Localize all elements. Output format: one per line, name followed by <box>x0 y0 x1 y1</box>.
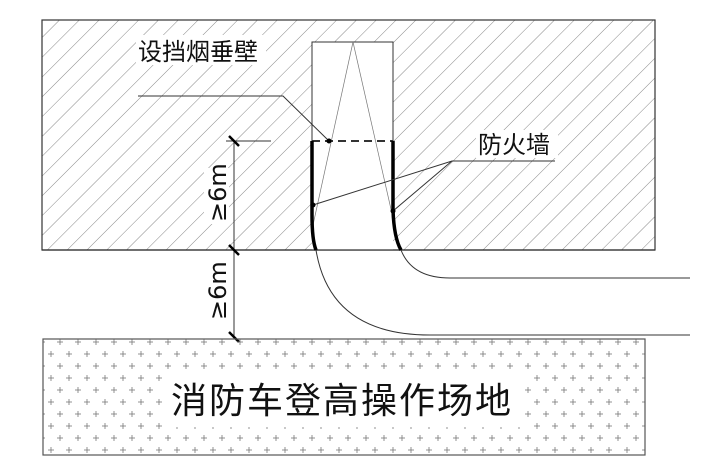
smoke-barrier-leader <box>138 95 330 142</box>
road-edge-outer <box>315 249 690 336</box>
firewall-left <box>310 141 318 251</box>
dimension-lower-label: ≥6m <box>204 261 232 320</box>
firewall-leader <box>312 160 555 212</box>
smoke-barrier-label: 设挡烟垂壁 <box>138 38 258 66</box>
leader-dot <box>310 202 316 208</box>
leader-dot <box>326 138 332 144</box>
passage-outline <box>311 41 394 141</box>
passage-opening <box>312 42 393 250</box>
dimension-upper-label: ≥6m <box>204 163 232 222</box>
leader-dot <box>390 208 396 214</box>
sight-line <box>352 41 394 219</box>
sight-line <box>312 41 354 226</box>
road-edge-inner <box>400 249 690 279</box>
operation-area-label: 消防车登高操作场地 <box>171 381 513 422</box>
firewall-label: 防火墙 <box>478 131 550 159</box>
